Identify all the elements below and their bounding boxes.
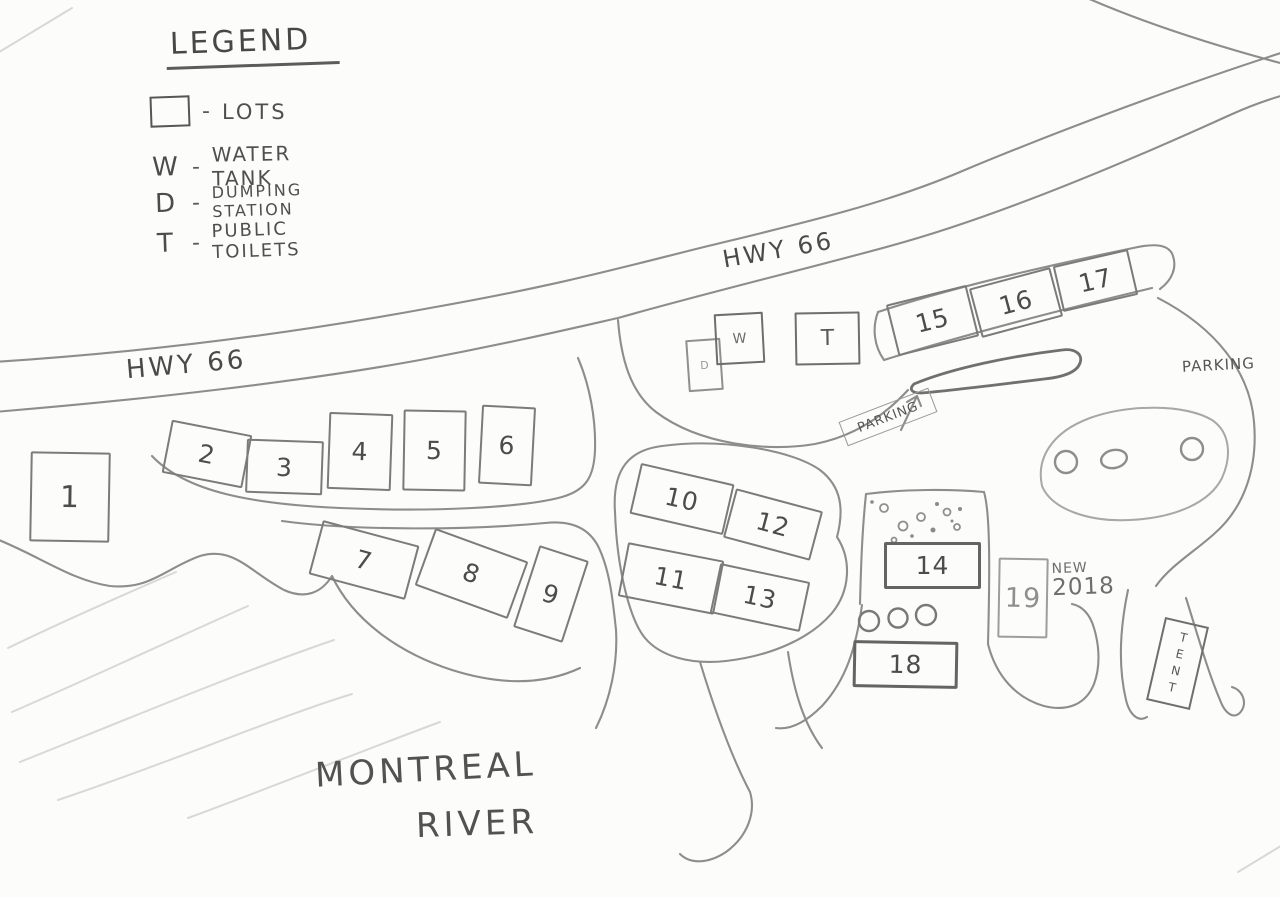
hwy-top-edge (0, 52, 1280, 363)
lot-number: 14 (915, 551, 950, 580)
new-2018-note-line2: 2018 (1051, 572, 1116, 602)
lot-number: 15 (912, 302, 953, 339)
hwy-bottom-edge (0, 95, 1280, 413)
gravel-dots (870, 500, 962, 544)
lot-number: 5 (425, 435, 444, 466)
legend-item-dumping-station: D - DUMPING STATION (149, 179, 340, 224)
tent-corridor-left (1119, 588, 1149, 720)
lot-number: 2 (195, 438, 219, 470)
lot-number: 4 (351, 436, 369, 467)
lot-number: 1 (59, 479, 81, 515)
lot-number: 8 (458, 556, 485, 591)
pond-outline (1039, 406, 1229, 522)
public-toilets-box: T (794, 311, 861, 366)
lot-number: 10 (662, 481, 702, 517)
lot-number: 13 (740, 579, 780, 616)
legend-item-label: DUMPING STATION (211, 179, 303, 222)
lot-5: 5 (402, 409, 467, 492)
tent-corridor-right-hook (1184, 596, 1245, 717)
river-channel-right (786, 650, 824, 750)
center-island-outline (616, 318, 910, 449)
parking-arrow (899, 394, 923, 432)
camp-road-upper (150, 356, 597, 511)
legend: LEGEND - LOTS W - WATER TANK D - DUMPING… (148, 20, 341, 263)
legend-dash: - (191, 190, 201, 216)
right-parking-arc (1154, 296, 1256, 588)
lot-number: 9 (538, 577, 564, 611)
water-tank-symbol: W (151, 152, 179, 183)
camp-road-lower (280, 519, 618, 730)
inlet-u-outline (986, 602, 1100, 709)
lot-14: 14 (884, 542, 981, 589)
new-2018-note: NEW 2018 (1051, 559, 1115, 601)
dumping-station-symbol: D (154, 188, 176, 220)
legend-item-public-toilets: T - PUBLIC TOILETS (149, 217, 340, 266)
lot-number: 12 (752, 506, 794, 543)
parking-label-right: PARKING (1181, 354, 1256, 376)
lot-number: 19 (1004, 582, 1042, 614)
lot-number: 11 (651, 561, 691, 596)
legend-dash: - (191, 154, 201, 180)
lot-number: 7 (352, 543, 376, 577)
shore-below-lot14-block (774, 603, 864, 730)
public-toilets-letter: T (820, 325, 835, 352)
lots-15-17-strip-outline (873, 244, 1176, 362)
legend-item-label: PUBLIC TOILETS (211, 218, 301, 264)
lot-number: 16 (995, 284, 1037, 321)
lot-19: 19 (997, 557, 1049, 639)
circle-markers (857, 603, 938, 633)
lot-18: 18 (852, 640, 959, 689)
legend-title: LEGEND (165, 20, 341, 71)
faint-marks (0, 7, 1280, 873)
legend-item-lots: - LOTS (149, 95, 288, 128)
dumping-station-letter: D (699, 358, 710, 372)
river-channel-left (678, 660, 753, 863)
lot-number: 17 (1075, 262, 1116, 299)
lots-14-18-block-outline (858, 488, 991, 646)
lot-box-symbol (149, 95, 191, 128)
lot-number: 18 (888, 649, 923, 680)
water-tank-box: W (713, 311, 766, 366)
hwy-corner-edge (1089, 0, 1280, 65)
legend-dash: - (191, 230, 201, 256)
legend-item-label: LOTS (221, 99, 288, 124)
lot-number: 3 (275, 452, 294, 482)
shoreline-left (0, 539, 582, 683)
tent-label: TENT (1163, 628, 1192, 699)
pond-rocks (1053, 436, 1205, 475)
public-toilets-symbol: T (156, 228, 174, 260)
water-tank-letter: W (732, 330, 747, 347)
lot-6: 6 (477, 404, 537, 487)
legend-dash: - (202, 99, 210, 124)
lot-4: 4 (326, 411, 394, 492)
montreal-river-label-line2: RIVER (415, 801, 539, 847)
lot-1: 1 (29, 451, 111, 543)
crescent-berm (909, 348, 1083, 395)
lot-number: 6 (497, 430, 517, 461)
lots-10-13-outline (613, 442, 848, 663)
lot-3: 3 (245, 438, 324, 496)
